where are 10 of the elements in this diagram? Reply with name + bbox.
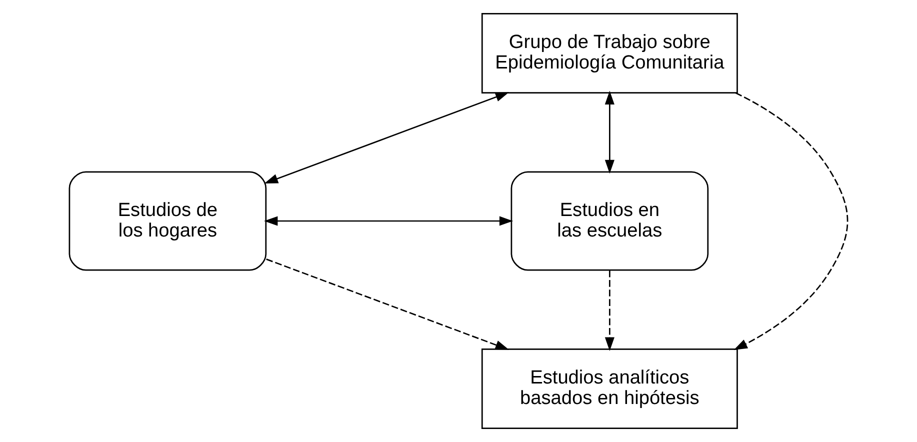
node-box: Estudios en las escuelas xyxy=(510,171,709,271)
arrow xyxy=(266,258,510,350)
arrow xyxy=(734,92,848,350)
arrow xyxy=(604,270,614,351)
node-box: Estudios de los hogares xyxy=(68,171,267,271)
arrow xyxy=(264,216,514,226)
arrow xyxy=(604,90,614,174)
arrow xyxy=(264,92,510,184)
node-box: Estudios analíticos basados en hipótesis xyxy=(481,348,738,430)
node-box: Grupo de Trabajo sobre Epidemiología Comunitaria xyxy=(481,12,738,94)
